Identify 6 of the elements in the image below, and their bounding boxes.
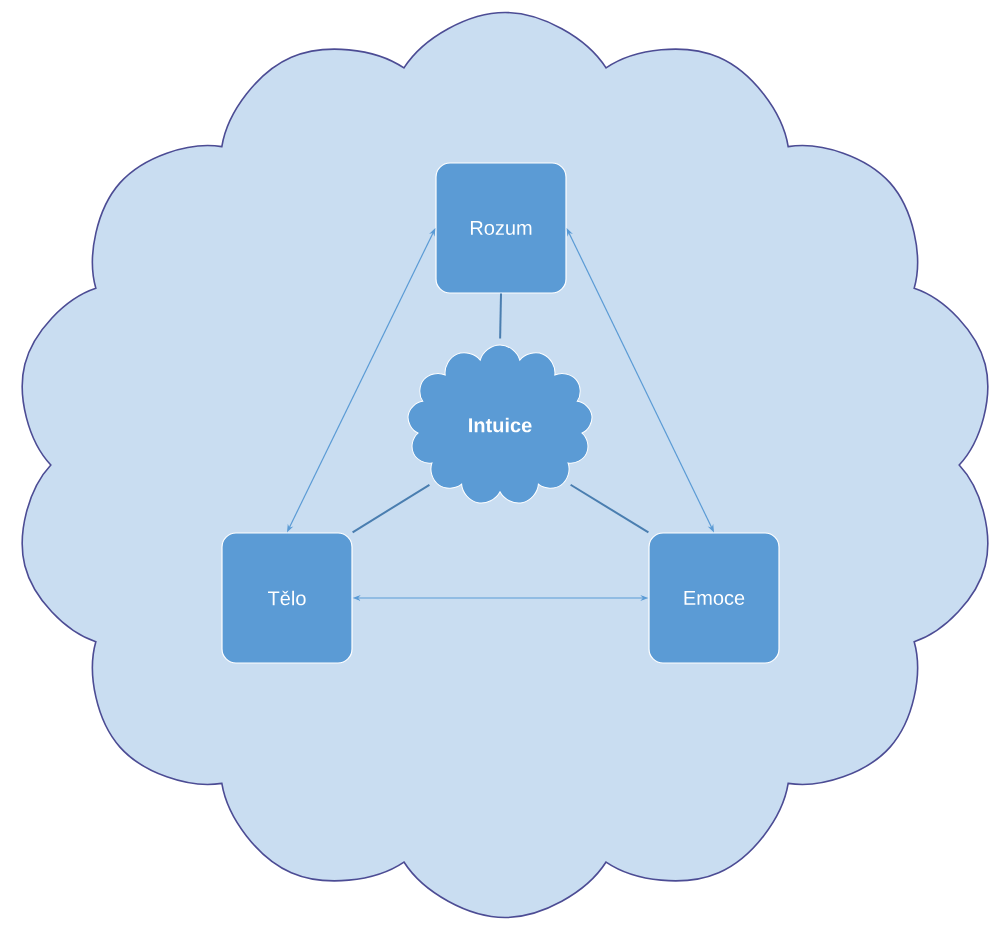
connector-line: [569, 483, 650, 534]
connector-line: [499, 292, 502, 340]
connector-line: [351, 483, 431, 534]
rounded-box: Emoce: [648, 532, 780, 664]
rounded-box: Rozum: [435, 162, 567, 294]
rounded-box: Tělo: [221, 532, 353, 664]
